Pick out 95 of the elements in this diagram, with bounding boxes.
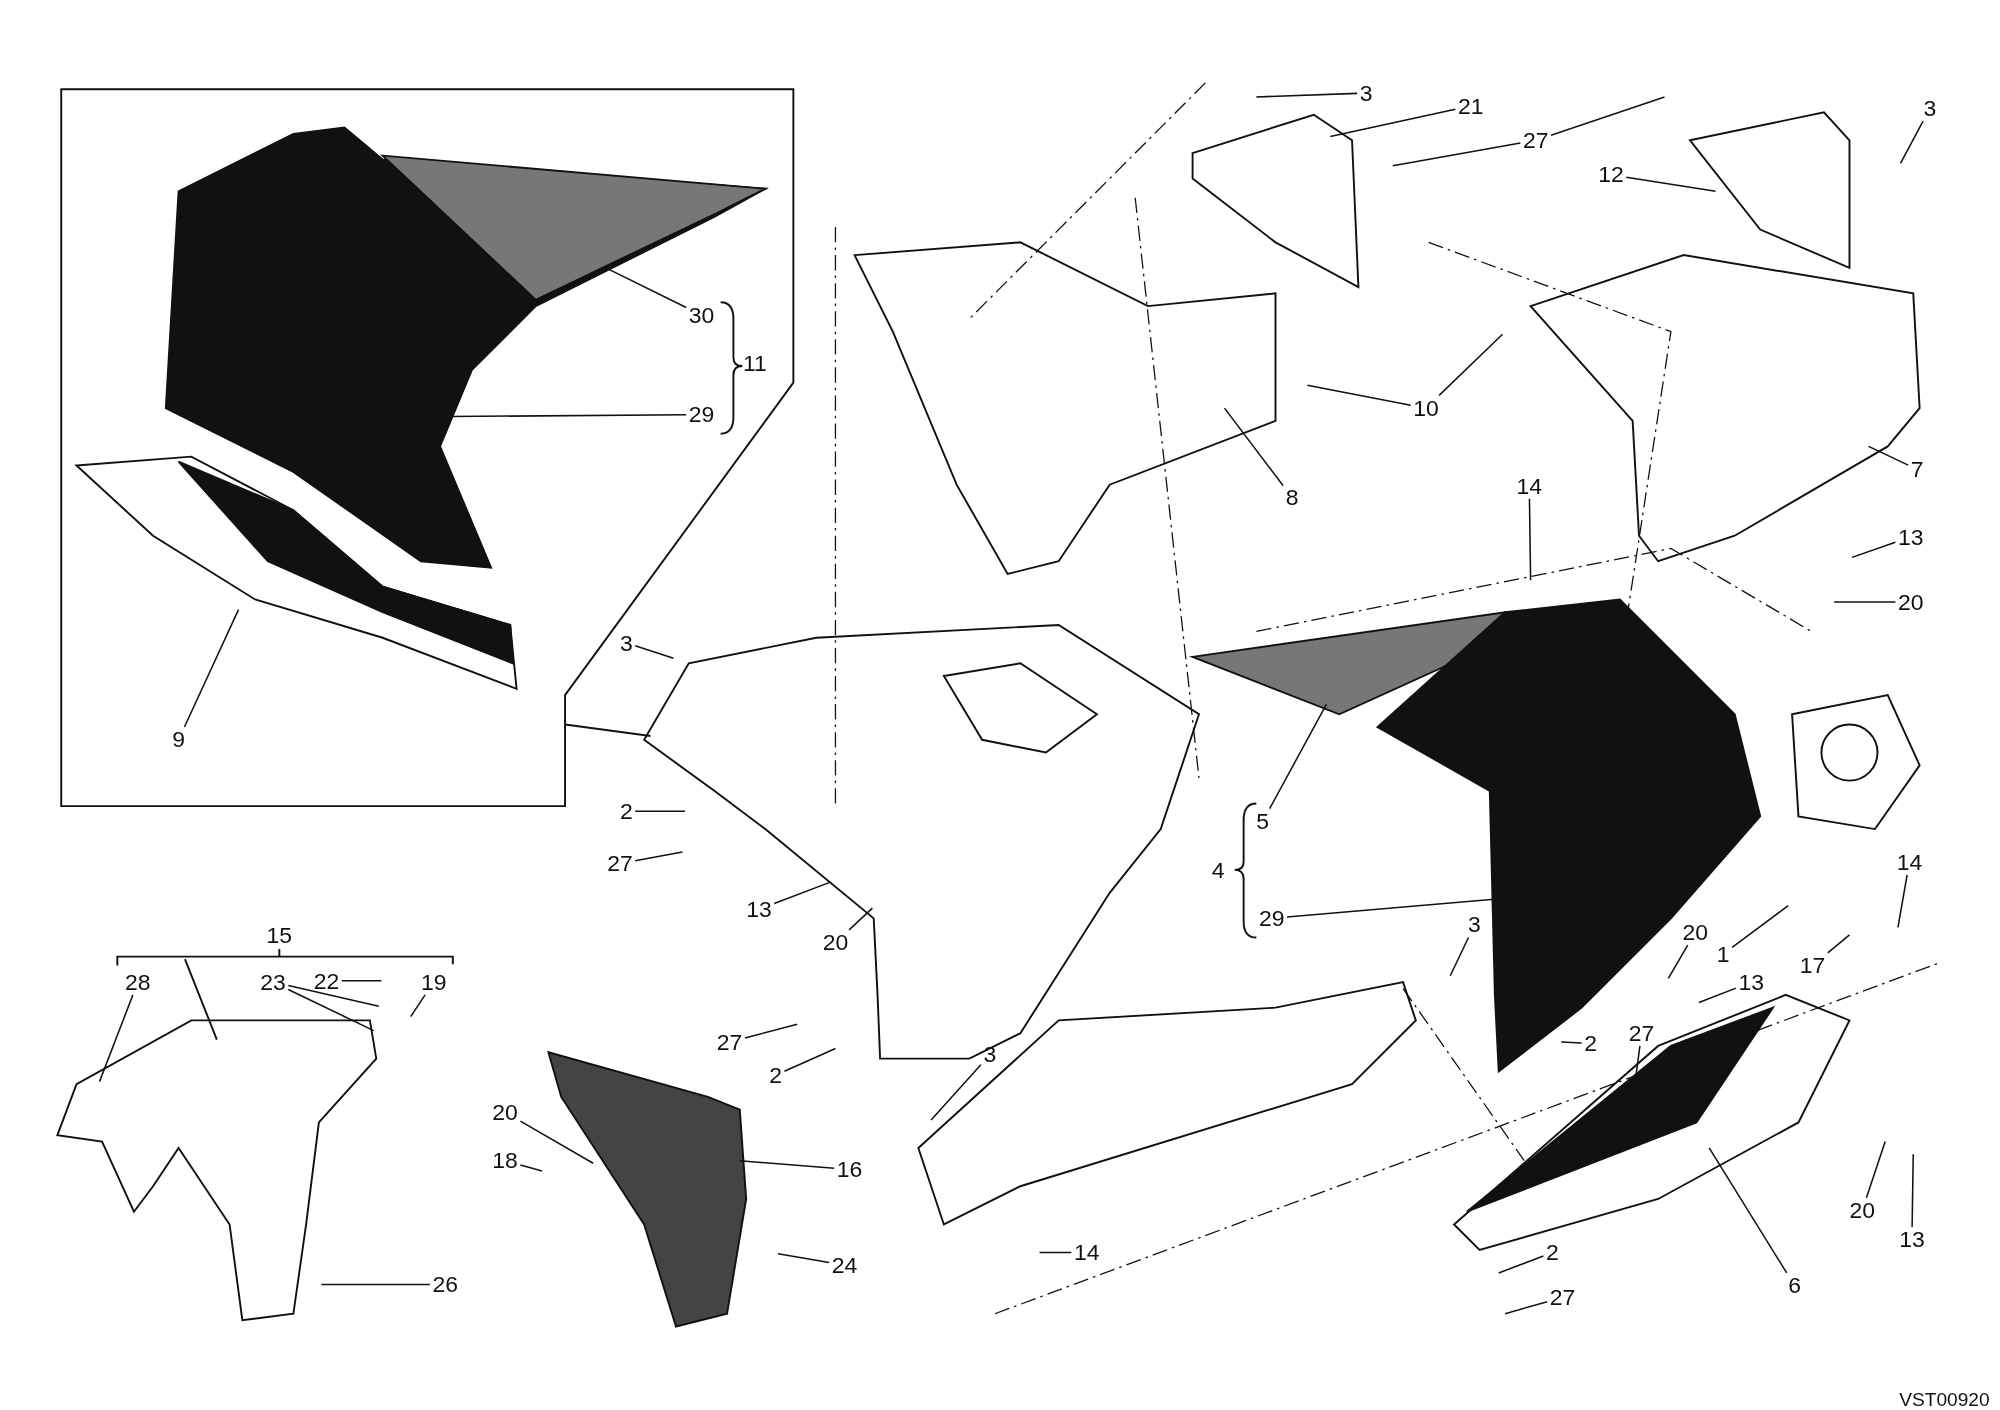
leader-line: [1392, 142, 1522, 167]
leader-line: [1306, 384, 1412, 406]
leader-line: [634, 851, 684, 862]
leader-line: [1833, 601, 1897, 603]
callout-number: 2: [1543, 1239, 1562, 1266]
callout-number: 29: [686, 401, 717, 428]
callout-number: 21: [1455, 93, 1486, 119]
callout-number: 8: [1283, 484, 1302, 511]
callout-number: 13: [743, 896, 775, 923]
leader-line: [773, 881, 830, 905]
callout-number: 20: [1895, 589, 1927, 615]
leader-line: [1329, 108, 1457, 138]
callout-number: 14: [1894, 849, 1925, 875]
leader-line: [287, 988, 375, 1032]
leader-line: [1223, 407, 1284, 487]
leader-line: [848, 907, 874, 931]
drawing-code: VST00920: [1898, 1386, 1991, 1410]
callout-number: 13: [1735, 969, 1767, 995]
callout-number: 2: [1581, 1030, 1600, 1057]
callout-number: 2: [617, 798, 636, 824]
callout-number: 3: [1357, 80, 1375, 106]
leader-line: [1625, 176, 1717, 193]
leader-line: [409, 994, 426, 1018]
leader-line: [1550, 96, 1666, 136]
leader-line: [1255, 92, 1358, 98]
callout-number: 6: [1785, 1272, 1804, 1299]
leader-line: [320, 1283, 431, 1286]
callout-number: 22: [311, 968, 342, 994]
callout-number: 29: [1256, 905, 1287, 932]
callout-number: 13: [1895, 524, 1927, 550]
leader-line: [1667, 944, 1689, 980]
leader-line: [519, 1164, 543, 1172]
callout-number: 20: [1679, 919, 1711, 946]
callout-number: 7: [1908, 456, 1927, 483]
leader-line: [744, 1023, 798, 1039]
callout-number: 27: [1520, 127, 1552, 154]
leader-line: [1268, 703, 1328, 810]
leader-line: [183, 608, 240, 728]
leader-line: [1827, 934, 1851, 954]
leader-line: [783, 1047, 837, 1073]
callout-number: 15: [264, 922, 295, 948]
leader-line: [777, 1253, 830, 1264]
leader-line: [1731, 904, 1789, 949]
callout-number: 20: [489, 1099, 521, 1125]
leader-line: [1851, 541, 1897, 559]
callout-number: 18: [489, 1147, 521, 1174]
callout-number: 20: [820, 929, 851, 956]
callout-number: 13: [1896, 1227, 1928, 1253]
leader-line: [634, 645, 675, 659]
callout-number: 14: [1071, 1239, 1103, 1266]
callout-number: 26: [429, 1271, 461, 1298]
callout-number: 20: [1846, 1197, 1878, 1224]
leader-line: [98, 994, 134, 1083]
callout-number: 30: [686, 302, 717, 328]
callout-number: 9: [169, 727, 188, 753]
callout-number: 11: [740, 350, 770, 377]
leader-line: [287, 984, 380, 1008]
leader-line: [1497, 1255, 1545, 1274]
callout-number: 3: [617, 630, 636, 656]
callout-number: 14: [1514, 473, 1545, 499]
leader-line: [1899, 120, 1924, 165]
leader-line: [1911, 1153, 1914, 1228]
leader-line: [1038, 1251, 1073, 1254]
leader-line: [1867, 445, 1909, 466]
callout-number: 4: [1209, 857, 1228, 883]
leader-line: [1897, 874, 1908, 929]
leader-line: [1504, 1300, 1548, 1315]
callout-number: 19: [418, 969, 449, 995]
leader-line: [1528, 497, 1532, 582]
callout-number: 1: [1714, 941, 1733, 967]
callout-number: 3: [1465, 912, 1484, 938]
callout-number: 27: [1547, 1284, 1578, 1310]
callout-number: 27: [1626, 1020, 1657, 1046]
leader-line: [341, 980, 383, 982]
callout-number: 24: [829, 1252, 860, 1279]
callout-number: 10: [1410, 395, 1442, 421]
leader-line: [519, 1120, 594, 1165]
callout-number: 27: [604, 850, 636, 877]
leader-line: [1708, 1147, 1788, 1274]
leader-line: [739, 1159, 835, 1170]
leader-line: [1438, 333, 1504, 397]
callout-number: 28: [122, 969, 154, 995]
callout-number: 3: [1920, 95, 1939, 122]
callout-number: 2: [766, 1062, 785, 1088]
leader-line: [634, 810, 686, 812]
leader-line: [1865, 1140, 1886, 1199]
callout-number: 23: [257, 969, 289, 995]
leader-line: [1449, 936, 1470, 977]
callout-number: 12: [1595, 162, 1627, 188]
leader-line: [1698, 987, 1737, 1004]
callout-number: 17: [1797, 952, 1828, 979]
callout-number: 27: [714, 1029, 745, 1055]
callout-number: 16: [834, 1156, 865, 1183]
callout-number: 5: [1253, 808, 1272, 835]
leader-line: [1560, 1041, 1583, 1044]
